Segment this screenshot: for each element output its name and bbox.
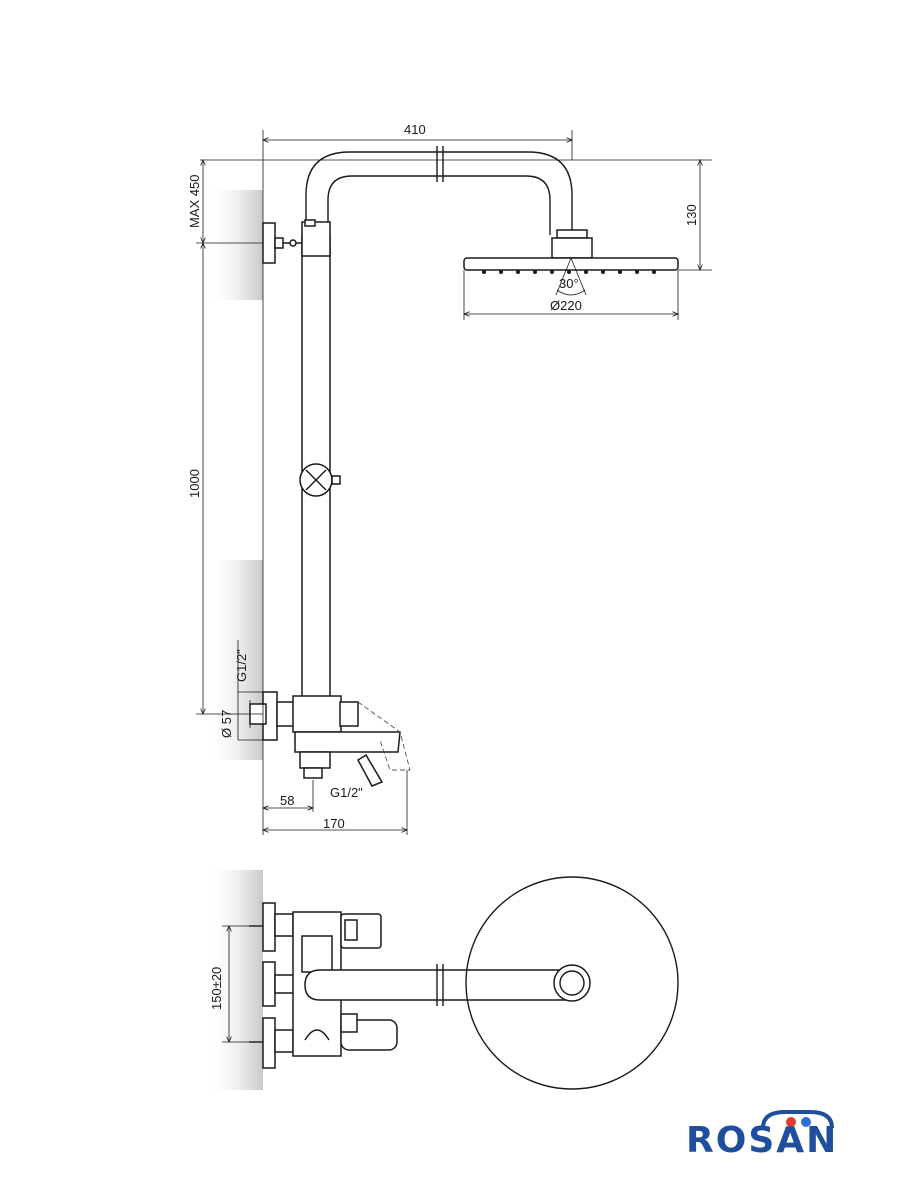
dim-head-diameter: Ø220 — [550, 298, 582, 313]
shower-column-side-view — [249, 146, 679, 787]
dim-170: 170 — [323, 816, 345, 831]
dim-1000: 1000 — [187, 469, 202, 498]
dim-58: 58 — [280, 793, 294, 808]
shower-column-top-view — [249, 876, 679, 1090]
rosan-logo: ROSAN — [686, 1110, 838, 1161]
dim-inlet-thread: G1/2" — [234, 649, 249, 682]
dim-150: 150±20 — [209, 967, 224, 1010]
dim-flange-diameter: Ø 57 — [219, 710, 234, 738]
dim-max-450: MAX 450 — [187, 175, 202, 228]
top-view-dimensions — [222, 926, 249, 1042]
dim-130: 130 — [684, 204, 699, 226]
spray-nozzles — [482, 270, 656, 274]
dim-spray-angle: 30° — [559, 276, 579, 291]
dimension-labels: 410 MAX 450 130 Ø220 30° 1000 G1/2" Ø 57… — [187, 122, 699, 1010]
dim-outlet-thread: G1/2" — [330, 785, 363, 800]
dim-410: 410 — [404, 122, 426, 137]
wall-shading — [205, 190, 263, 1090]
front-view-dimensions — [196, 130, 712, 835]
brand-name: ROSAN — [686, 1120, 838, 1161]
